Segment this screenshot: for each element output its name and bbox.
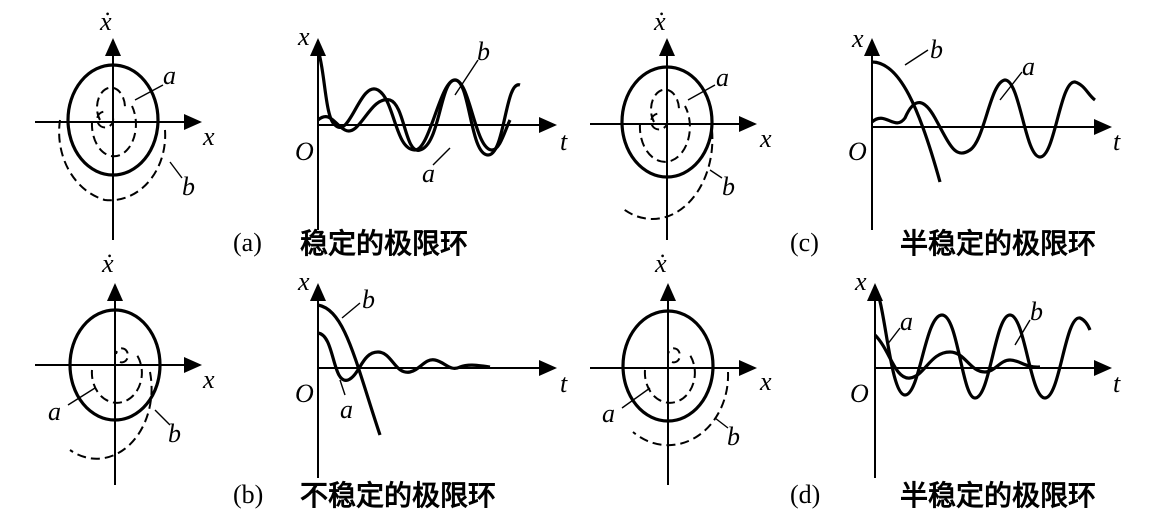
curve-label-b: b <box>362 285 375 314</box>
axis-label-t: t <box>560 127 568 156</box>
limit-cycle <box>68 308 162 422</box>
origin-label: O <box>850 379 869 408</box>
curve-label-b: b <box>168 419 181 448</box>
curve-label-b: b <box>722 172 735 201</box>
axis-label-x: x <box>759 124 772 153</box>
panel-c-caption: 半稳定的极限环 <box>900 227 1096 260</box>
axis-label-x: x <box>202 365 215 394</box>
curve-label-a: a <box>900 307 913 336</box>
curve-label-a: a <box>163 61 176 90</box>
axis-label-x: x <box>851 24 864 53</box>
curve-label-a: a <box>716 63 729 92</box>
panel-a-tag: (a) <box>233 228 262 257</box>
axis-label-x: x <box>297 267 310 296</box>
limit-cycle <box>66 63 160 177</box>
curve-label-a: a <box>48 397 61 426</box>
curve-label-a: a <box>602 399 615 428</box>
panel-a-phase-plane: ẋ x a b <box>35 7 215 240</box>
axis-label-x: x <box>759 367 772 396</box>
panel-d-tag: (d) <box>790 480 820 509</box>
panel-d-caption: 半稳定的极限环 <box>900 479 1096 512</box>
curve-label-a: a <box>422 159 435 188</box>
curve-label-b: b <box>477 37 490 66</box>
limit-cycle <box>620 65 714 179</box>
axis-label-x: x <box>854 267 867 296</box>
curve-label-b: b <box>1030 297 1043 326</box>
curve-label-b: b <box>930 35 943 64</box>
axis-label-t: t <box>560 369 568 398</box>
axis-label-xdot: ẋ <box>653 7 666 36</box>
axis-label-t: t <box>1113 369 1121 398</box>
limit-cycle <box>621 309 715 423</box>
axis-label-xdot: ẋ <box>99 7 112 36</box>
curve-label-a: a <box>1022 52 1035 81</box>
origin-label: O <box>848 137 867 166</box>
panel-b-phase-plane: ẋ x a b <box>35 249 215 485</box>
panel-b-tag: (b) <box>233 480 263 509</box>
panel-d-phase-plane: ẋ x a b <box>590 249 772 485</box>
panel-b-caption: 不稳定的极限环 <box>300 479 496 512</box>
panel-a-caption: 稳定的极限环 <box>300 227 468 260</box>
panel-c-phase-plane: ẋ x a b <box>590 7 772 240</box>
axis-label-t: t <box>1113 127 1121 156</box>
panel-c-time-plot: x O t b a <box>848 24 1121 230</box>
panel-d-time-plot: x O t a b <box>850 267 1121 478</box>
panel-b-time-plot: x O t b a <box>295 267 568 478</box>
curve-label-a: a <box>340 395 353 424</box>
axis-label-x: x <box>297 22 310 51</box>
panel-c-tag: (c) <box>790 228 819 257</box>
curve-label-b: b <box>182 172 195 201</box>
axis-label-x: x <box>202 122 215 151</box>
curve-label-b: b <box>727 422 740 451</box>
origin-label: O <box>295 379 314 408</box>
panel-a-time-plot: x O t b a <box>295 22 568 230</box>
axis-label-xdot: ẋ <box>101 249 114 278</box>
origin-label: O <box>295 137 314 166</box>
axis-label-xdot: ẋ <box>654 249 667 278</box>
